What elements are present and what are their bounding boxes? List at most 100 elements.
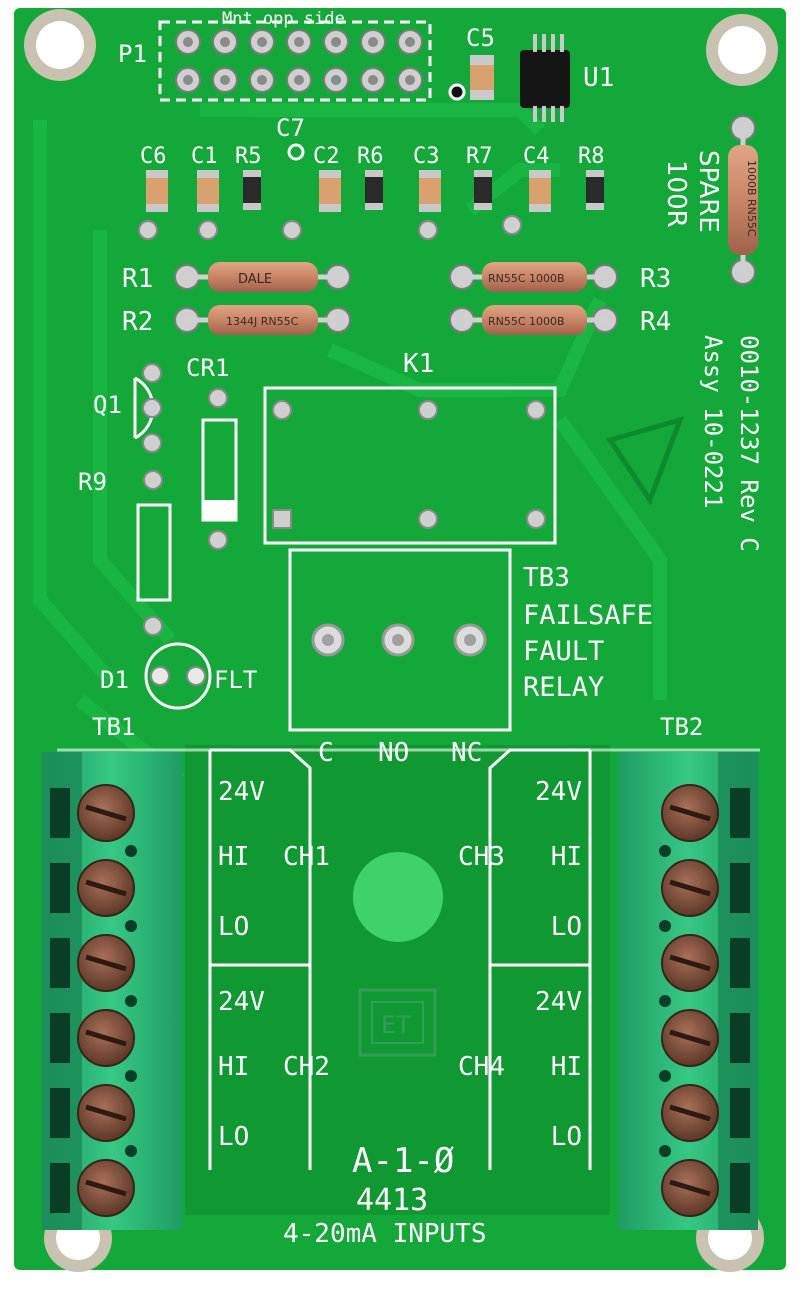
smd-resistor bbox=[243, 170, 261, 210]
pcb-lower-pour bbox=[185, 745, 610, 1215]
wire-entry bbox=[50, 1013, 70, 1063]
component-label-c4: C4 bbox=[523, 144, 550, 169]
channel-pin-label: LO bbox=[551, 1122, 582, 1152]
via-pad bbox=[282, 220, 302, 240]
component-row-parts bbox=[138, 170, 604, 240]
smd-capacitor bbox=[197, 170, 219, 212]
brand-mark: A-1-Ø bbox=[352, 1141, 454, 1181]
wire-entry bbox=[50, 1163, 70, 1213]
center-green-dot bbox=[353, 852, 443, 942]
svg-text:RN55C 1000B: RN55C 1000B bbox=[488, 272, 565, 285]
model-number: 4413 bbox=[356, 1183, 428, 1218]
channel-pin-label: LO bbox=[551, 912, 582, 942]
flt-label: FLT bbox=[214, 666, 257, 694]
resistor-r3: RN55C 1000B bbox=[449, 262, 618, 292]
wire-entry bbox=[50, 938, 70, 988]
channel-pin-label: 24V bbox=[218, 987, 265, 1017]
header-outline bbox=[158, 20, 432, 102]
channel-name-label: CH4 bbox=[458, 1052, 505, 1082]
terminal-block-tb1 bbox=[42, 752, 182, 1230]
resistor-r3-label: R3 bbox=[640, 264, 671, 294]
header-note: Mnt opp side bbox=[222, 9, 345, 29]
relay-outline bbox=[263, 386, 557, 545]
q1-label: Q1 bbox=[93, 391, 122, 419]
smd-capacitor bbox=[319, 170, 341, 212]
tb3-outline bbox=[288, 548, 512, 732]
wire-entry bbox=[730, 1013, 750, 1063]
resistor-r2-label: R2 bbox=[122, 307, 153, 337]
channel-name-label: CH3 bbox=[458, 842, 505, 872]
ic-designator: U1 bbox=[583, 63, 614, 93]
smd-resistor bbox=[365, 170, 383, 210]
via-pad bbox=[502, 215, 522, 235]
channel-name-label: CH1 bbox=[283, 842, 330, 872]
relay-pads bbox=[272, 400, 546, 529]
smd-capacitor bbox=[419, 170, 441, 212]
tb3-line-2: FAULT bbox=[523, 636, 604, 667]
tb3-terminal-no: NO bbox=[378, 738, 409, 768]
ic-u1 bbox=[520, 34, 570, 122]
smd-resistor bbox=[586, 170, 604, 210]
part-number: 0010-1237 Rev C bbox=[735, 335, 763, 552]
tb3-terminal-c: C bbox=[318, 738, 334, 768]
channel-pin-label: HI bbox=[218, 1052, 249, 1082]
header-pins bbox=[175, 29, 423, 93]
wire-entry bbox=[730, 1163, 750, 1213]
et-logo-text: ET bbox=[381, 1011, 411, 1039]
mounting-holes bbox=[24, 9, 778, 1272]
channel-silkscreen-lines bbox=[57, 748, 760, 1170]
cr1-label: CR1 bbox=[186, 354, 229, 382]
component-label-r7: R7 bbox=[466, 144, 493, 169]
r9-label: R9 bbox=[78, 468, 107, 496]
channel-pin-label: LO bbox=[218, 912, 249, 942]
channel-pin-label: 24V bbox=[218, 777, 265, 807]
cap-c5-label: C5 bbox=[466, 24, 495, 52]
spare-resistor: 1000B RN55C bbox=[728, 115, 758, 285]
channel-pin-label: LO bbox=[218, 1122, 249, 1152]
resistor-r1-label: R1 bbox=[122, 264, 153, 294]
smd-capacitor bbox=[529, 170, 551, 212]
d1-outline bbox=[144, 642, 212, 710]
via-pad bbox=[138, 220, 158, 240]
via-pad bbox=[418, 220, 438, 240]
wire-entry bbox=[730, 1088, 750, 1138]
component-label-c1: C1 bbox=[191, 144, 218, 169]
component-label-c2: C2 bbox=[313, 144, 340, 169]
channel-pin-label: HI bbox=[551, 1052, 582, 1082]
wire-entry bbox=[730, 938, 750, 988]
svg-text:1000B RN55C: 1000B RN55C bbox=[745, 160, 758, 237]
component-label-r5: R5 bbox=[235, 144, 262, 169]
smd-resistor bbox=[474, 170, 492, 210]
component-label-r8: R8 bbox=[578, 144, 605, 169]
et-logo-box bbox=[358, 988, 437, 1057]
component-label-c3: C3 bbox=[413, 144, 440, 169]
cap-c7-label: C7 bbox=[276, 114, 305, 142]
resistor-r4-label: R4 bbox=[640, 307, 671, 337]
board-description: 4-20mA INPUTS bbox=[283, 1219, 487, 1249]
tb2-label: TB2 bbox=[660, 713, 703, 741]
component-label-c6: C6 bbox=[140, 144, 167, 169]
spare-label: SPARE bbox=[693, 150, 723, 233]
spare-value: 100R bbox=[661, 160, 691, 228]
tb3-pad-holes bbox=[322, 634, 476, 646]
assembly-number: Assy 10-0221 bbox=[699, 335, 727, 508]
q1-pads bbox=[142, 363, 162, 453]
wire-entry bbox=[50, 788, 70, 838]
resistor-r4: RN55C 1000B bbox=[449, 305, 618, 335]
smd-capacitor bbox=[146, 170, 168, 212]
channel-pin-label: 24V bbox=[535, 987, 582, 1017]
wire-entry bbox=[730, 788, 750, 838]
resistor-r1: DALE bbox=[174, 262, 351, 292]
relay-designator: K1 bbox=[403, 349, 434, 379]
channel-name-label: CH2 bbox=[283, 1052, 330, 1082]
wire-entry bbox=[50, 1088, 70, 1138]
cap-c5 bbox=[470, 55, 494, 100]
d1-label: D1 bbox=[100, 666, 129, 694]
header-designator: P1 bbox=[118, 40, 147, 68]
svg-text:1344J RN55C: 1344J RN55C bbox=[226, 315, 299, 328]
etched-triangle-mark bbox=[606, 416, 685, 506]
tb3-line-1: FAILSAFE bbox=[523, 600, 653, 631]
